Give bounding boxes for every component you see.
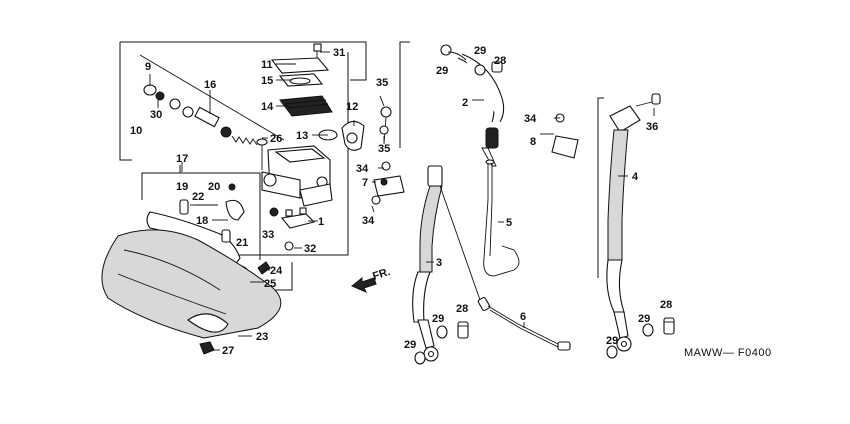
callout-25: 25: [264, 278, 276, 290]
switch-1: [280, 207, 316, 229]
callout-29a: 29: [436, 65, 448, 77]
direction-label: FR.: [371, 266, 392, 283]
screw-32: [284, 241, 294, 251]
callout-7: 7: [362, 177, 368, 189]
callout-35b: 35: [378, 143, 390, 155]
callout-4: 4: [632, 171, 639, 183]
callout-28c: 28: [660, 299, 672, 311]
callout-15: 15: [261, 75, 273, 87]
callout-28a: 28: [494, 55, 506, 67]
brake-hose-4: [597, 93, 661, 352]
callout-34a: 34: [356, 163, 369, 175]
screw-31: [313, 43, 322, 58]
brake-hose-3: [412, 165, 443, 362]
callout-20: 20: [208, 181, 220, 193]
reservoir-cap: [270, 57, 330, 87]
callout-14: 14: [261, 101, 274, 113]
master-cylinder-body: [261, 129, 338, 207]
washers-29-left: [414, 325, 448, 365]
callout-24: 24: [270, 265, 283, 277]
callout-34b: 34: [362, 215, 375, 227]
reservoir-diaphragm: [279, 95, 333, 117]
callout-21: 21: [236, 237, 248, 249]
callout-29f: 29: [606, 335, 618, 347]
callout-16: 16: [204, 79, 216, 91]
callout-2: 2: [462, 97, 468, 109]
washers-29-right: [606, 323, 654, 359]
callout-33: 33: [262, 229, 274, 241]
nut-33: [269, 207, 279, 217]
callout-18: 18: [196, 215, 208, 227]
callout-31: 31: [333, 47, 345, 59]
master-cylinder-group-outline: [119, 41, 367, 256]
diagram-code: MAWW— F0400: [684, 347, 772, 359]
bolt-26: [256, 138, 268, 170]
callout-6: 6: [520, 311, 526, 323]
brake-line-6: [439, 185, 571, 351]
callout-36: 36: [646, 121, 658, 133]
lever-pivot-parts: [179, 183, 271, 275]
callout-17: 17: [176, 153, 188, 165]
brake-switch-cable-5: [483, 159, 520, 277]
callout-29e: 29: [638, 313, 650, 325]
callout-29d: 29: [404, 339, 416, 351]
callout-28b: 28: [456, 303, 468, 315]
callout-5: 5: [506, 217, 512, 229]
callout-23: 23: [256, 331, 268, 343]
callout-11: 11: [261, 59, 273, 71]
callout-27: 27: [222, 345, 234, 357]
callout-13: 13: [296, 130, 308, 142]
callout-19: 19: [176, 181, 188, 193]
callout-22: 22: [192, 191, 204, 203]
leader-lines: [149, 51, 655, 351]
callout-29c: 29: [432, 313, 444, 325]
callout-10: 10: [130, 125, 142, 137]
master-cylinder-holder: [341, 120, 365, 151]
bracket-8: [551, 113, 579, 159]
banjo-bolt-28-left: [457, 321, 469, 339]
brake-hose-2: [399, 41, 505, 167]
callout-labels: 31 11 15 14 9 16 30 10 26 13 12 35 35 34…: [130, 45, 672, 357]
callout-12: 12: [346, 101, 358, 113]
callout-35a: 35: [376, 77, 388, 89]
callout-30: 30: [150, 109, 162, 121]
front-direction-arrow: FR.: [351, 266, 392, 293]
hand-guard: [101, 229, 282, 355]
callout-32: 32: [304, 243, 316, 255]
callout-3: 3: [436, 257, 442, 269]
callout-1: 1: [318, 216, 324, 228]
bracket-7: [371, 106, 405, 205]
banjo-bolt-28-right: [663, 317, 675, 335]
callout-26: 26: [270, 133, 282, 145]
callout-29b: 29: [474, 45, 486, 57]
callout-9: 9: [145, 61, 151, 73]
callout-34c: 34: [524, 113, 537, 125]
callout-8: 8: [530, 136, 536, 148]
